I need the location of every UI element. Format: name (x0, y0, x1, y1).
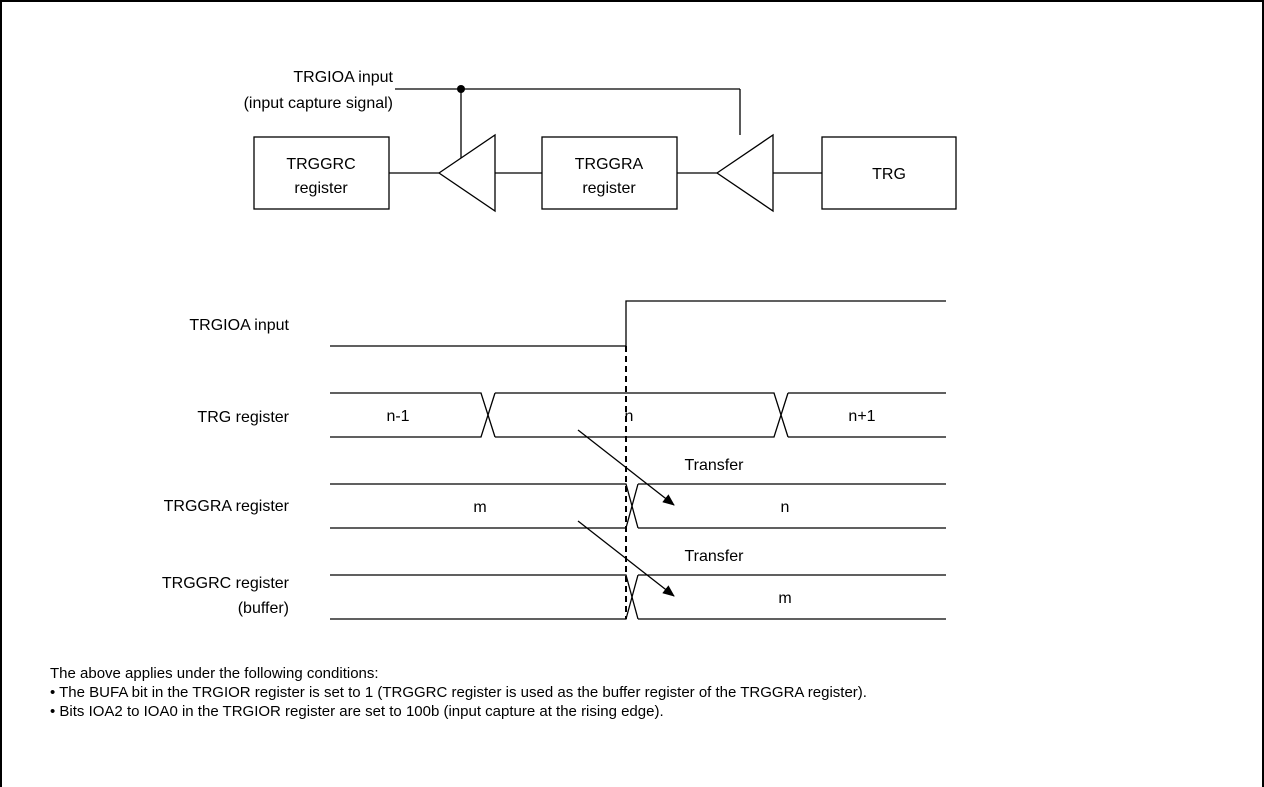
trgioa-waveform (330, 300, 946, 347)
transfer-label-2: Transfer (685, 548, 745, 565)
trg-value-n-minus-1: n-1 (386, 408, 409, 425)
trggrc-box-label-line2: register (294, 180, 348, 197)
trggra-register-bus (330, 483, 946, 529)
trggrc-register-box (253, 136, 390, 210)
trgioa-input-label: TRGIOA input (189, 317, 289, 334)
notes-bullet-2: • Bits IOA2 to IOA0 in the TRGIOR regist… (50, 703, 664, 720)
trggra-box-label-line2: register (582, 180, 636, 197)
trggrc-value-m: m (778, 590, 791, 607)
timing-diagram (330, 300, 946, 620)
input-label-line2: (input capture signal) (244, 95, 393, 112)
timing-labels: TRGIOA input TRG register TRGGRA registe… (162, 317, 876, 617)
conditions-notes: The above applies under the following co… (50, 664, 867, 721)
trg-register-label: TRG register (197, 409, 289, 426)
notes-bullet-1: • The BUFA bit in the TRGIOR register is… (50, 684, 867, 701)
transfer-label-1: Transfer (685, 457, 745, 474)
trggra-register-label: TRGGRA register (164, 498, 290, 515)
trggra-value-m: m (473, 499, 486, 516)
block-diagram (253, 85, 957, 213)
trggrc-register-label-line1: TRGGRC register (162, 575, 290, 592)
trg-value-n: n (625, 408, 634, 425)
trg-box-label: TRG (872, 166, 906, 183)
transfer-arrow-2 (577, 520, 675, 597)
trggra-value-n: n (781, 499, 790, 516)
trggrc-box-label-line1: TRGGRC (286, 156, 355, 173)
trggrc-register-label-line2: (buffer) (238, 600, 289, 617)
trg-value-n-plus-1: n+1 (848, 408, 875, 425)
input-label-line1: TRGIOA input (293, 69, 393, 86)
buffer-triangle-left-icon (437, 133, 496, 213)
trggrc-register-bus (330, 574, 946, 620)
transfer-arrow-1 (577, 429, 675, 506)
trggra-box-label-line1: TRGGRA (575, 156, 644, 173)
trg-register-bus (330, 392, 946, 438)
buffer-triangle-right-icon (715, 133, 774, 213)
notes-intro: The above applies under the following co… (50, 665, 379, 682)
trggra-register-box (541, 136, 678, 210)
block-diagram-labels: TRGIOA input (input capture signal) TRGG… (244, 69, 906, 197)
